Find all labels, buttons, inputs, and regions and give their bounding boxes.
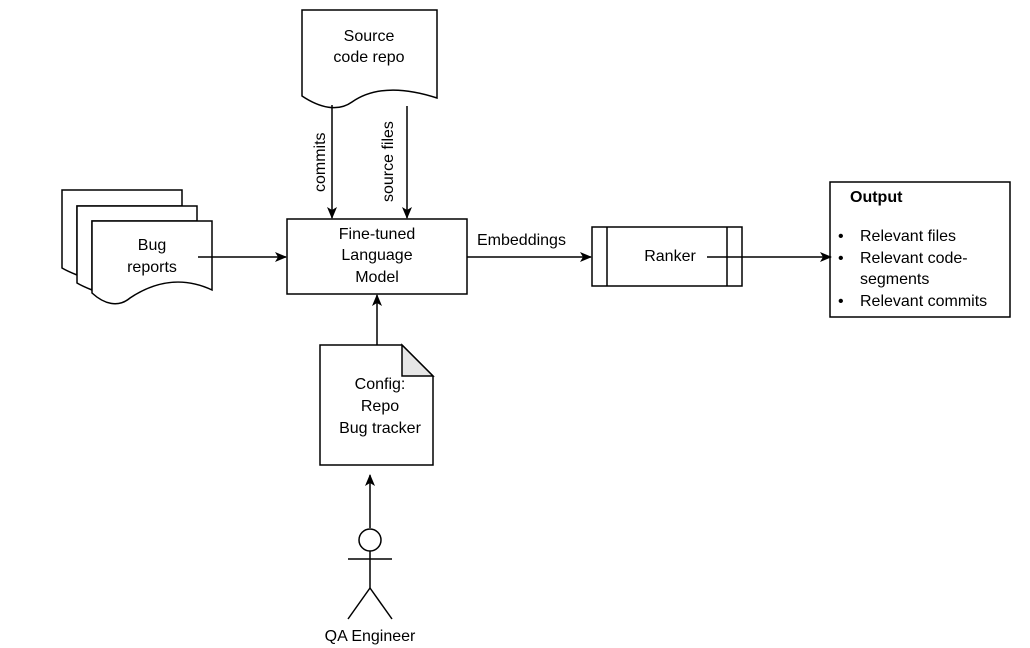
qa-engineer-actor [347,528,393,620]
model-label-line3: Model [355,269,399,286]
config-label-line3: Bug tracker [339,420,421,437]
output-item-code-segments: Relevant code-segments [838,248,1010,291]
source-repo-shape [301,9,438,109]
ranker-label: Ranker [644,248,696,265]
source-repo-label-line1: Source [343,28,395,45]
model-label-line2: Language [341,247,413,264]
output-list: Relevant files Relevant code-segments Re… [838,226,1010,312]
embeddings-label: Embeddings [477,232,566,249]
bug-reports-shape [61,189,213,305]
config-label-line1: Config: [354,376,406,393]
qa-engineer-label: QA Engineer [324,628,416,645]
commits-label: commits [312,132,329,192]
bug-reports-label-line2: reports [127,259,177,276]
output-title: Output [850,189,903,206]
config-label-line2: Repo [360,398,400,415]
model-label-line1: Fine-tuned [338,226,416,243]
config-note-shape [319,343,435,466]
source-files-label: source files [380,121,397,202]
source-repo-label-line2: code repo [333,49,405,66]
output-item-files: Relevant files [838,226,1010,248]
bug-reports-label-line1: Bug [137,237,167,254]
output-item-commits: Relevant commits [838,291,1010,313]
